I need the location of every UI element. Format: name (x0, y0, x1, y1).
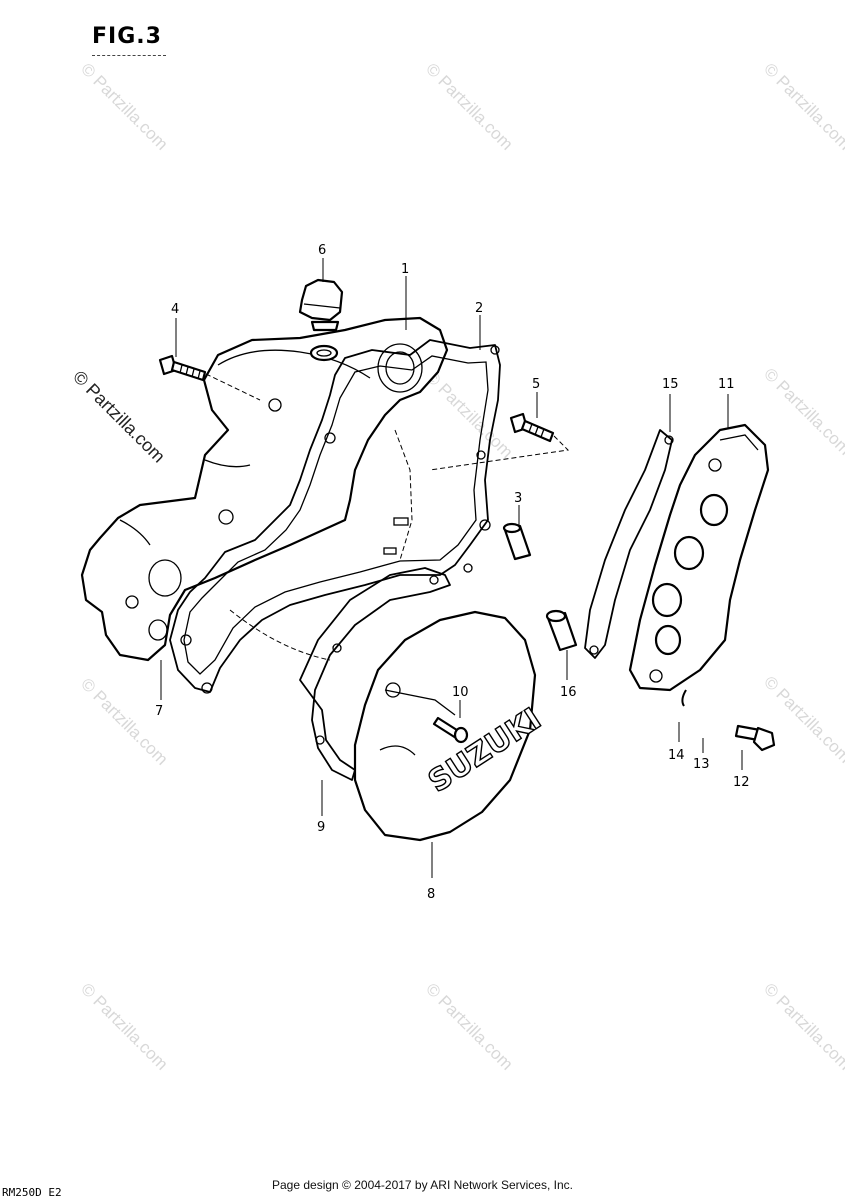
callout-5: 5 (532, 377, 540, 392)
callout-8: 8 (427, 887, 435, 902)
callout-1: 1 (401, 262, 409, 277)
part-screw-10 (432, 716, 469, 744)
part-bolt-4 (158, 354, 207, 382)
part-clutch-cover (80, 316, 449, 662)
watermark: © Partzilla.com (77, 979, 171, 1073)
callout-12: 12 (733, 775, 750, 790)
part-clip-14 (681, 689, 687, 707)
watermark: © Partzilla.com (760, 364, 845, 458)
figure-code: RM250D E2 (2, 1186, 62, 1199)
title-underline (92, 55, 166, 56)
callout-2: 2 (475, 301, 483, 316)
part-bolt-5 (509, 412, 555, 443)
callout-3: 3 (514, 491, 522, 506)
callout-numbers: 1 2 3 4 5 6 7 8 9 10 11 12 13 14 15 16 (155, 243, 750, 902)
watermark: © Partzilla.com (422, 367, 516, 461)
watermark: © Partzilla.com (422, 979, 516, 1073)
callout-6: 6 (318, 243, 326, 258)
part-dowel-3 (502, 522, 532, 561)
callout-15: 15 (662, 377, 679, 392)
part-gasket (169, 339, 501, 694)
partzilla-watermark-strong: © Partzilla.com (69, 367, 169, 467)
watermark: © Partzilla.com (760, 979, 845, 1073)
callout-9: 9 (317, 820, 325, 835)
callout-11: 11 (718, 377, 735, 392)
page-footer: Page design © 2004-2017 by ARI Network S… (271, 1178, 573, 1192)
callout-4: 4 (171, 302, 179, 317)
leader-lines (160, 258, 743, 878)
callout-13: 13 (693, 757, 710, 772)
part-outer-gasket (299, 567, 451, 781)
callout-14: 14 (668, 748, 685, 763)
watermark: © Partzilla.com (760, 672, 845, 766)
watermark: © Partzilla.com (77, 59, 171, 153)
cover-interior-detail (229, 429, 413, 661)
figure-title: FIG.3 (92, 24, 162, 49)
watermark: © Partzilla.com (422, 59, 516, 153)
watermark: © Partzilla.com (77, 674, 171, 768)
part-oil-filler-cap (298, 278, 344, 362)
part-bolt-12 (734, 724, 776, 752)
callout-16: 16 (560, 685, 577, 700)
watermark: © Partzilla.com (760, 59, 845, 153)
part-guard-plate (628, 423, 770, 692)
part-guard-gasket (584, 429, 674, 659)
callout-10: 10 (452, 685, 469, 700)
callout-7: 7 (155, 704, 163, 719)
part-dowel-16 (545, 609, 578, 652)
